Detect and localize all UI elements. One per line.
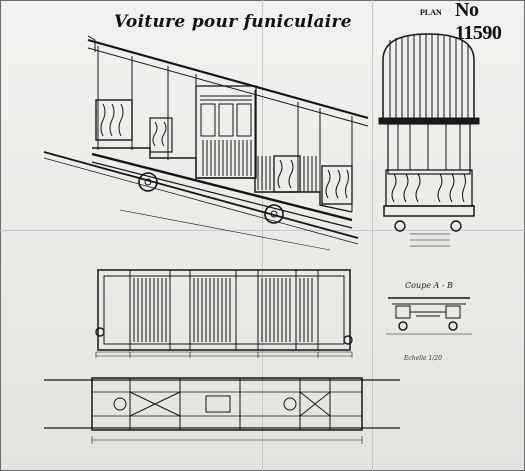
fold-line-vertical (262, 0, 263, 471)
section-a-b (386, 297, 472, 335)
plan-number: No 11590 (455, 0, 502, 44)
drawing-title: Voiture pour funiculaire (114, 12, 352, 32)
underframe-plan (44, 377, 400, 444)
end-elevation (378, 33, 480, 247)
section-label: Coupe A - B (405, 281, 453, 290)
scale-label: Echelle 1/20 (404, 355, 442, 362)
plan-label: PLAN (420, 8, 442, 17)
fold-line-vertical-right (372, 0, 373, 471)
floor-plan (95, 269, 353, 358)
side-elevation (43, 35, 369, 251)
